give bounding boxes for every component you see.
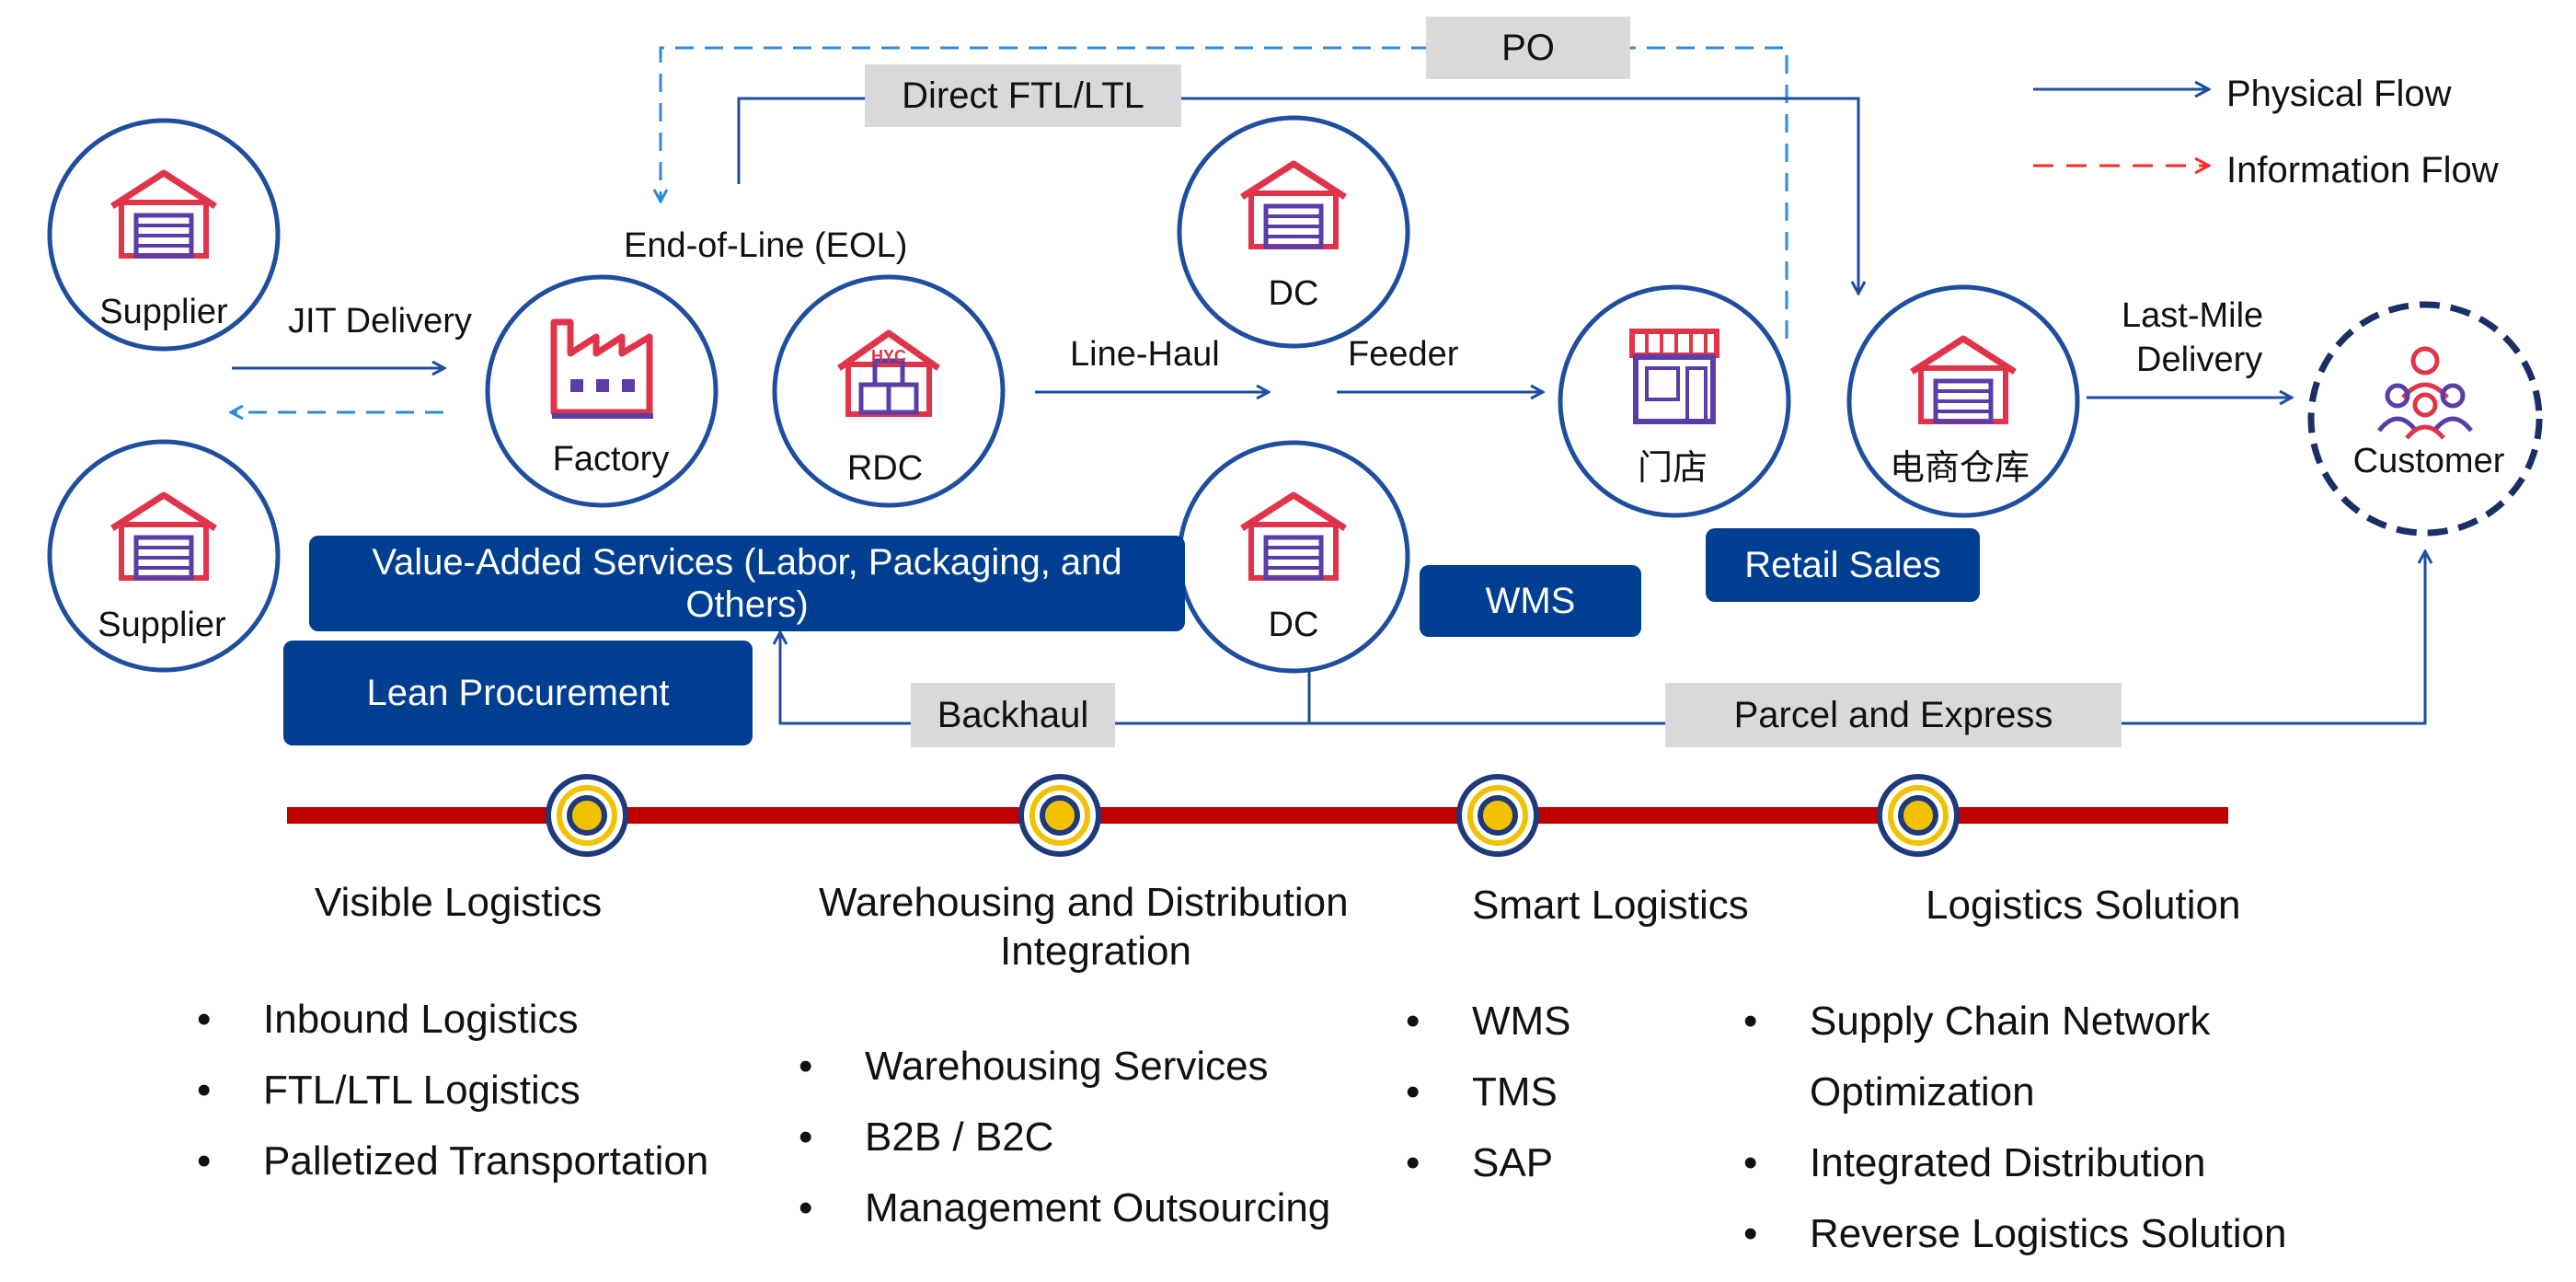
category-title-warehousing-line1: Warehousing and Distribution xyxy=(819,880,1349,925)
lean-procurement-box: Lean Procurement xyxy=(283,641,753,745)
ecommerce-warehouse-node xyxy=(1846,284,2080,518)
list-item: •Warehousing Services xyxy=(799,1044,1269,1089)
wms-box: WMS xyxy=(1420,565,1641,637)
legend-information-flow-label: Information Flow xyxy=(2226,150,2499,191)
category-title-warehousing-line2: Integration xyxy=(1000,929,1191,974)
milestone-marker-3 xyxy=(1456,774,1539,857)
list-item: •Integrated Distribution xyxy=(1743,1140,2206,1185)
dc-top-label: DC xyxy=(1268,274,1319,313)
customer-node xyxy=(2307,301,2543,537)
legend-physical-flow-label: Physical Flow xyxy=(2226,74,2452,114)
milestone-marker-4 xyxy=(1877,774,1960,857)
list-item: •Palletized Transportation xyxy=(197,1138,709,1184)
factory-label: Factory xyxy=(552,440,670,479)
line-haul-label: Line-Haul xyxy=(1070,335,1220,374)
list-item: •TMS xyxy=(1406,1069,1558,1115)
list-item: •WMS xyxy=(1406,999,1571,1044)
supplier-bottom-node xyxy=(47,439,281,673)
category-title-smart-logistics: Smart Logistics xyxy=(1472,883,1749,928)
last-mile-label-line2: Delivery xyxy=(2136,341,2263,379)
rdc-warehouse-icon xyxy=(836,329,941,417)
last-mile-label-line1: Last-Mile xyxy=(2122,296,2264,335)
logistics-solution-list: •Supply Chain Network Optimization •Inte… xyxy=(1743,999,2286,1282)
value-added-services-line2: Others) xyxy=(685,584,809,625)
category-title-visible-logistics: Visible Logistics xyxy=(315,880,603,925)
category-title-logistics-solution: Logistics Solution xyxy=(1926,883,2241,928)
jit-delivery-label: JIT Delivery xyxy=(288,302,472,341)
list-item-continuation: Optimization xyxy=(1810,1069,2035,1115)
customer-label: Customer xyxy=(2352,442,2505,480)
retail-sales-box: Retail Sales xyxy=(1706,528,1980,602)
feeder-label: Feeder xyxy=(1348,335,1459,374)
direct-ftl-ltl-label-box: Direct FTL/LTL xyxy=(865,64,1181,127)
milestone-marker-1 xyxy=(546,774,628,857)
rdc-badge: HYC xyxy=(871,347,906,365)
dc-top-node xyxy=(1177,115,1410,349)
supplier-top-node xyxy=(47,118,281,352)
list-item: •Management Outsourcing xyxy=(799,1185,1331,1230)
list-item: •Inbound Logistics xyxy=(197,997,579,1042)
value-added-services-line1: Value-Added Services (Labor, Packaging, … xyxy=(372,542,1122,583)
store-icon xyxy=(1629,329,1719,424)
store-label: 门店 xyxy=(1637,449,1708,488)
end-of-line-label: End-of-Line (EOL) xyxy=(624,226,908,265)
po-information-flow xyxy=(661,46,1788,339)
direct-ftl-ltl-flow xyxy=(737,97,1858,293)
rdc-node: HYC xyxy=(772,274,1006,508)
list-item: •Supply Chain Network xyxy=(1743,999,2211,1044)
list-item: •FTL/LTL Logistics xyxy=(197,1068,581,1113)
dc-bottom-label: DC xyxy=(1268,606,1319,644)
smart-logistics-list: •WMS •TMS •SAP xyxy=(1406,999,1571,1211)
visible-logistics-list: •Inbound Logistics •FTL/LTL Logistics •P… xyxy=(197,997,708,1209)
factory-icon xyxy=(550,318,653,419)
list-item: •B2B / B2C xyxy=(799,1115,1054,1160)
value-added-services-box: Value-Added Services (Labor, Packaging, … xyxy=(309,536,1185,631)
backhaul-label-box: Backhaul xyxy=(911,683,1115,747)
warehousing-list: •Warehousing Services •B2B / B2C •Manage… xyxy=(799,1044,1330,1256)
milestone-marker-2 xyxy=(1018,774,1101,857)
supplier-top-label: Supplier xyxy=(99,293,228,331)
parcel-express-label-box: Parcel and Express xyxy=(1665,683,2122,747)
ecommerce-warehouse-label: 电商仓库 xyxy=(1889,449,2030,488)
rdc-label: RDC xyxy=(846,449,924,488)
customer-group-icon xyxy=(2377,346,2473,440)
factory-node xyxy=(485,274,719,508)
list-item: •SAP xyxy=(1406,1140,1554,1185)
list-item: •Reverse Logistics Solution xyxy=(1743,1211,2287,1256)
store-node xyxy=(1558,284,1791,518)
po-label-box: PO xyxy=(1426,17,1630,79)
supplier-bottom-label: Supplier xyxy=(98,606,226,644)
